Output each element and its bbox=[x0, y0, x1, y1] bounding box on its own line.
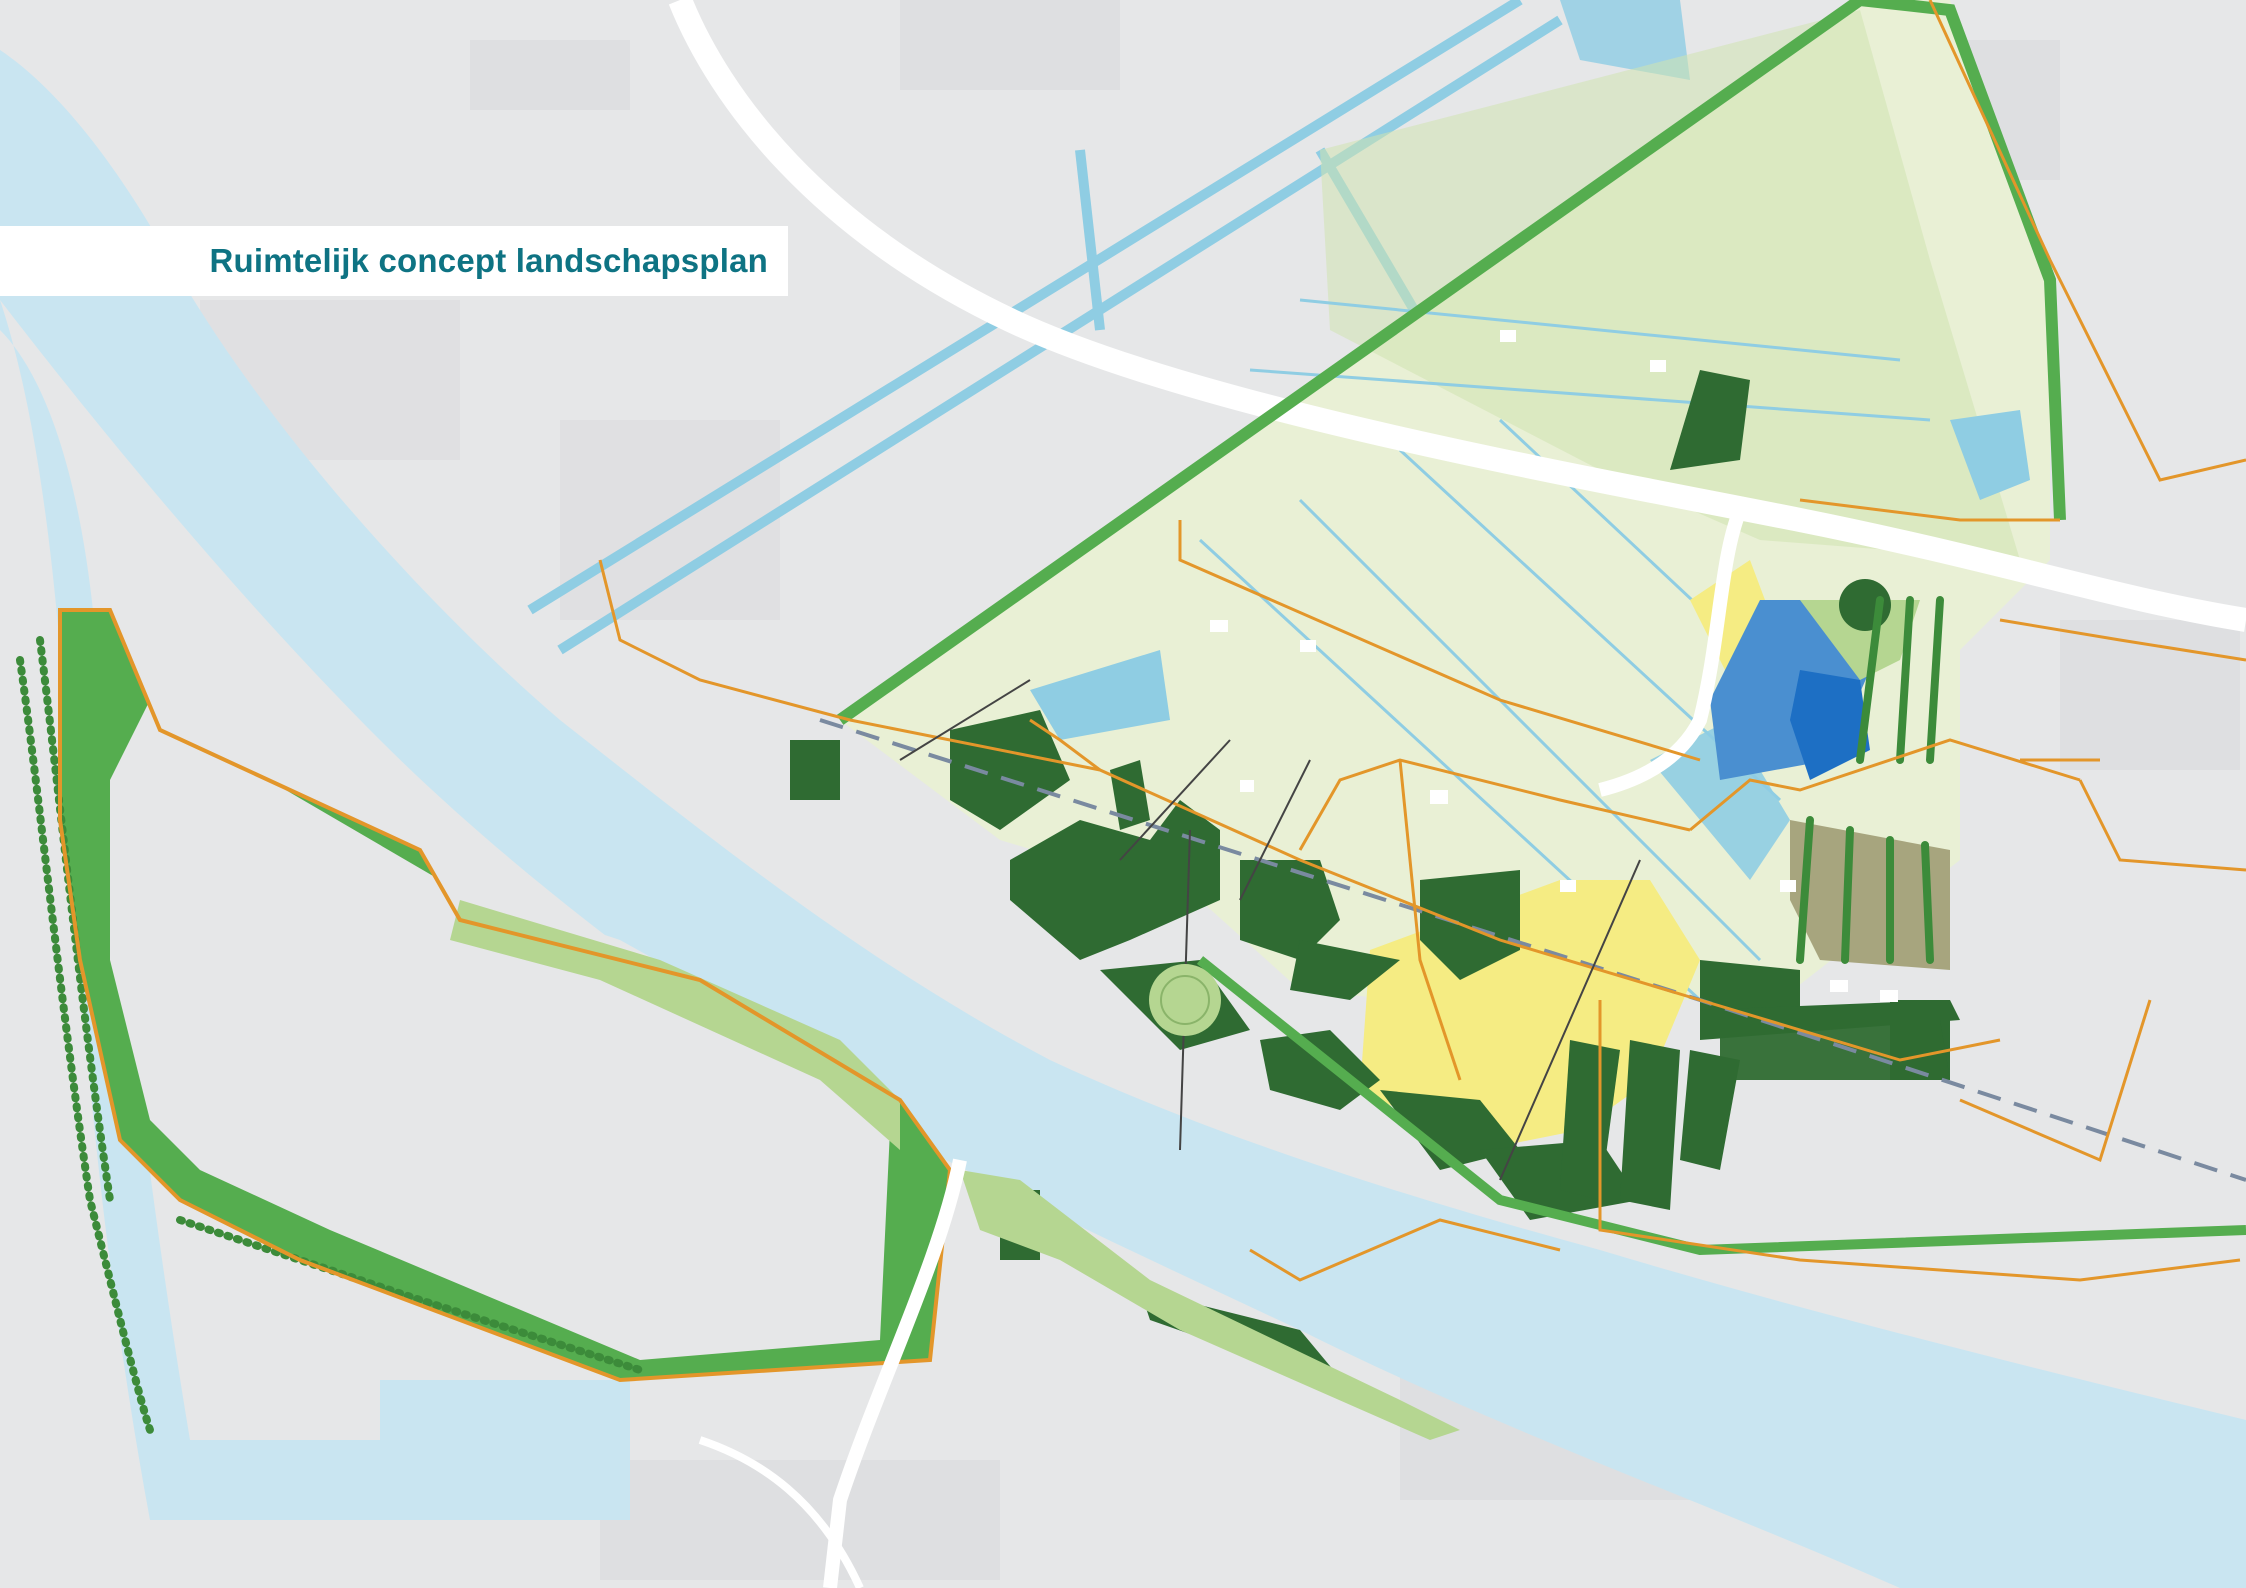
south-road bbox=[823, 1158, 967, 1588]
path-network bbox=[598, 0, 2246, 1282]
harbour-dock bbox=[380, 1380, 630, 1510]
map-title: Ruimtelijk concept landschapsplan bbox=[209, 242, 768, 279]
south-road-b bbox=[698, 1436, 864, 1588]
island-inner bbox=[110, 700, 890, 1360]
orchard bbox=[1790, 820, 1950, 970]
island-meadow bbox=[450, 900, 900, 1150]
viewpoint-ring bbox=[1160, 975, 1210, 1025]
north-pond bbox=[1560, 0, 1690, 80]
farm-yards bbox=[1210, 330, 1898, 1002]
south-spit bbox=[960, 1170, 1460, 1440]
polder-inner bbox=[1320, 10, 2020, 560]
pond-meadow bbox=[1800, 600, 1920, 680]
orchard-rows bbox=[1796, 596, 1944, 964]
viewpoint-circle bbox=[1149, 964, 1221, 1036]
river bbox=[0, 50, 2246, 1588]
ne-lake bbox=[1950, 410, 2030, 500]
east-lake bbox=[1650, 720, 1790, 880]
island-dike-outline bbox=[58, 608, 953, 1383]
map-title-box: Ruimtelijk concept landschapsplan bbox=[0, 226, 788, 296]
north-green-corridor bbox=[836, 0, 2066, 725]
west-lake bbox=[1030, 650, 1170, 740]
pond-deep bbox=[1790, 670, 1870, 780]
interchange-road bbox=[1598, 507, 1747, 797]
highway bbox=[668, 0, 2246, 632]
